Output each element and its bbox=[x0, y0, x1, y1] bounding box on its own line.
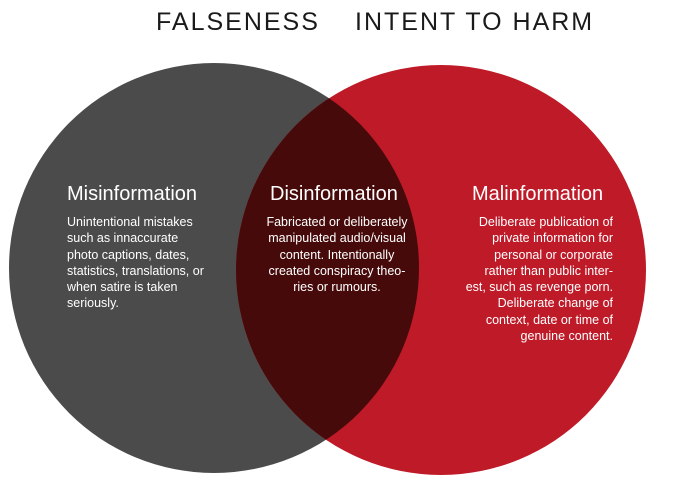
malinformation-line: context, date or time of bbox=[485, 312, 613, 327]
disinformation-line: ries or rumours. bbox=[293, 280, 381, 295]
disinformation-line: Fabricated or deliberately bbox=[266, 215, 408, 229]
malinformation-line: Deliberate change of bbox=[497, 296, 613, 311]
disinformation-line: created conspiracy theo- bbox=[268, 263, 406, 278]
misinformation-line: seriously. bbox=[67, 296, 119, 311]
falseness-heading: FALSENESS bbox=[156, 8, 320, 36]
misinformation-line: statistics, translations, or bbox=[67, 263, 204, 278]
disinformation-line: content. Intentionally bbox=[279, 247, 395, 262]
misinformation-line: such as innaccurate bbox=[67, 231, 179, 246]
overlap-region bbox=[236, 65, 419, 473]
disinformation-description: Fabricated or deliberately manipulated a… bbox=[246, 214, 428, 295]
malinformation-line: rather than public inter- bbox=[484, 263, 613, 278]
intent-to-harm-heading: INTENT TO HARM bbox=[355, 8, 595, 36]
misinformation-line: Unintentional mistakes bbox=[67, 215, 193, 229]
misinformation-description: Unintentional mistakes such as innaccura… bbox=[67, 214, 204, 312]
disinformation-line: manipulated audio/visual bbox=[268, 231, 406, 246]
malinformation-title: Malinformation bbox=[472, 183, 604, 205]
malinformation-line: genuine content. bbox=[520, 329, 613, 344]
disinformation-title: Disinformation bbox=[270, 183, 398, 205]
misinformation-line: when satire is taken bbox=[67, 280, 178, 295]
malinformation-line: est, such as revenge porn. bbox=[465, 280, 613, 295]
malinformation-description: Deliberate publication of private inform… bbox=[430, 214, 613, 344]
malinformation-line: Deliberate publication of bbox=[478, 215, 613, 229]
misinformation-title: Misinformation bbox=[67, 183, 198, 205]
malinformation-line: private information for bbox=[492, 231, 613, 246]
malinformation-line: personal or corporate bbox=[494, 247, 613, 262]
misinformation-line: photo captions, dates, bbox=[67, 247, 190, 262]
